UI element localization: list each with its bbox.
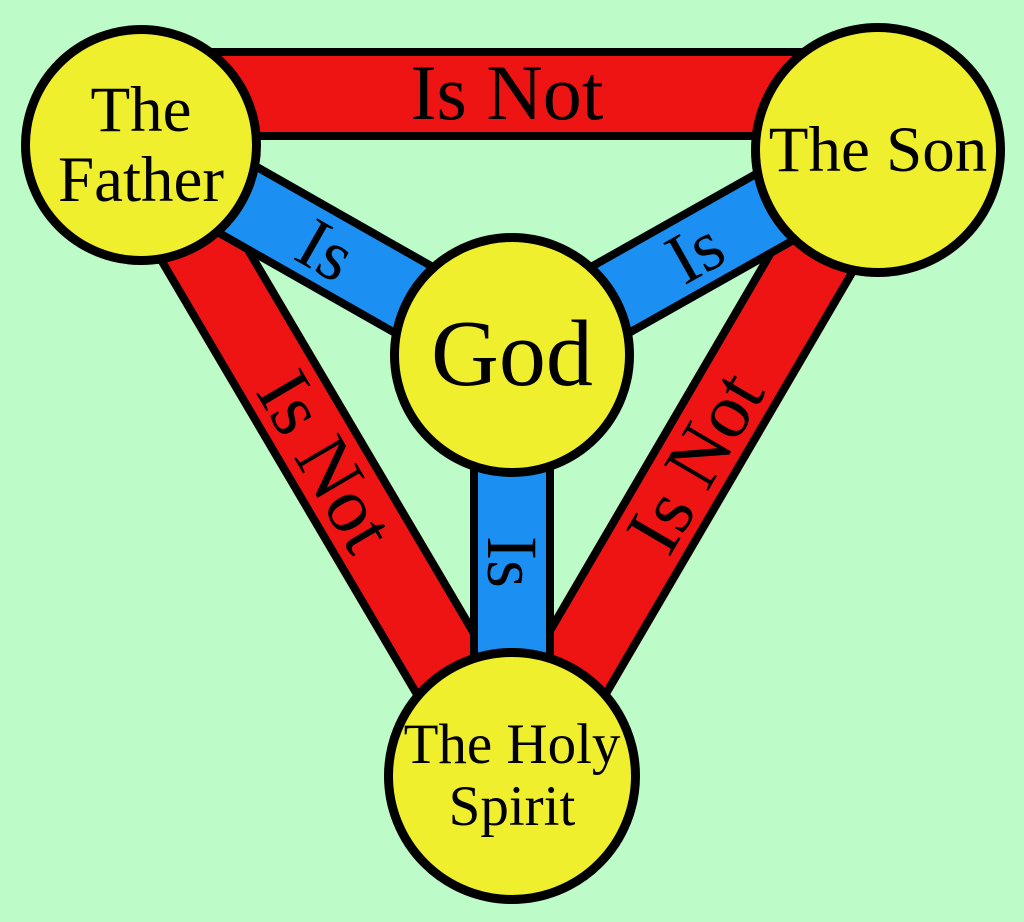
node-father-label-line2: Father [57, 144, 225, 216]
node-father: The Father [21, 25, 261, 265]
node-son: The Son [751, 23, 1005, 277]
node-holy-spirit: The Holy Spirit [384, 648, 640, 904]
node-holy-spirit-label-line1: The Holy [403, 713, 621, 777]
edge-father-son-label: Is Not [410, 49, 604, 136]
edge-spirit-god-label: Is [472, 536, 552, 588]
edge-father-spirit-label: Is Not [240, 355, 413, 566]
node-son-label: The Son [768, 113, 988, 186]
node-god: God [390, 233, 634, 477]
edge-son-spirit-label: Is Not [608, 356, 781, 567]
node-father-label-line1: The [90, 73, 192, 146]
node-god-label: God [431, 302, 593, 407]
node-holy-spirit-label-line2: Spirit [448, 775, 576, 838]
edge-father-son-bar [140, 48, 880, 140]
